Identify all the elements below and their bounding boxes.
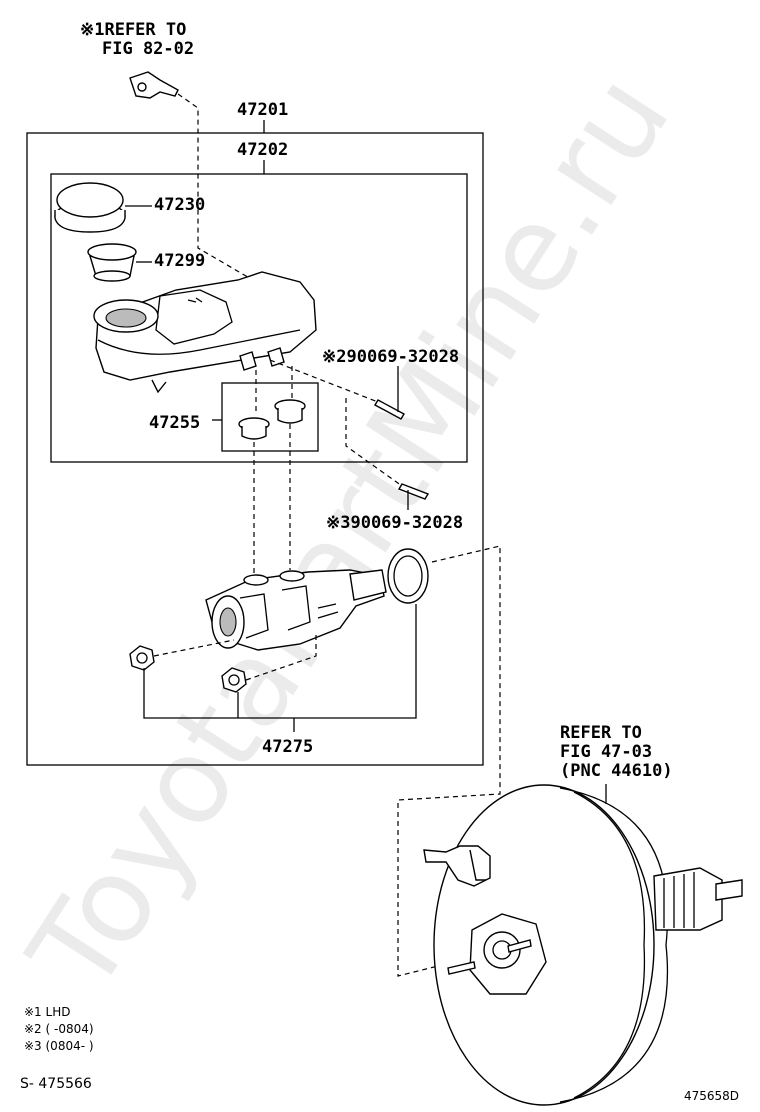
brake-fluid-sensor-clip	[129, 71, 179, 99]
reservoir-box	[50, 173, 468, 463]
pin-3-label: ※390069-32028	[326, 513, 463, 533]
brake-booster	[423, 784, 743, 1106]
grommet-box	[221, 382, 319, 452]
part-47275-label: 47275	[262, 737, 313, 757]
ref-top-line1: ※1REFER TO	[80, 20, 186, 40]
grommet-left	[238, 417, 270, 440]
ref-booster-line2: FIG 47-03	[560, 742, 652, 762]
part-47299-label: 47299	[154, 251, 205, 271]
reservoir-strainer	[87, 243, 137, 282]
page-code: S- 475566	[20, 1076, 92, 1092]
assembly-box	[26, 132, 484, 766]
part-47201-label: 47201	[237, 100, 288, 120]
nut-left	[129, 645, 155, 671]
part-47202-label: 47202	[237, 140, 288, 160]
nut-right	[221, 667, 247, 693]
pin-2-label: ※290069-32028	[322, 347, 459, 367]
pin-lower	[397, 483, 430, 500]
pin-upper	[374, 399, 405, 420]
legend-note-2: ※2 ( -0804)	[24, 1022, 94, 1036]
grommet-right	[274, 399, 306, 424]
part-47230-label: 47230	[154, 195, 205, 215]
part-47255-label: 47255	[149, 413, 200, 433]
drawing-code: 475658D	[684, 1089, 739, 1103]
reservoir-body	[93, 271, 317, 394]
ref-booster-line1: REFER TO	[560, 723, 642, 743]
legend-note-1: ※1 LHD	[24, 1005, 70, 1019]
legend-note-3: ※3 (0804- )	[24, 1039, 94, 1053]
ref-booster-line3: (PNC 44610)	[560, 761, 673, 781]
master-cylinder-body	[205, 569, 387, 651]
ref-top-line2: FIG 82-02	[102, 39, 194, 59]
reservoir-cap	[54, 182, 126, 233]
